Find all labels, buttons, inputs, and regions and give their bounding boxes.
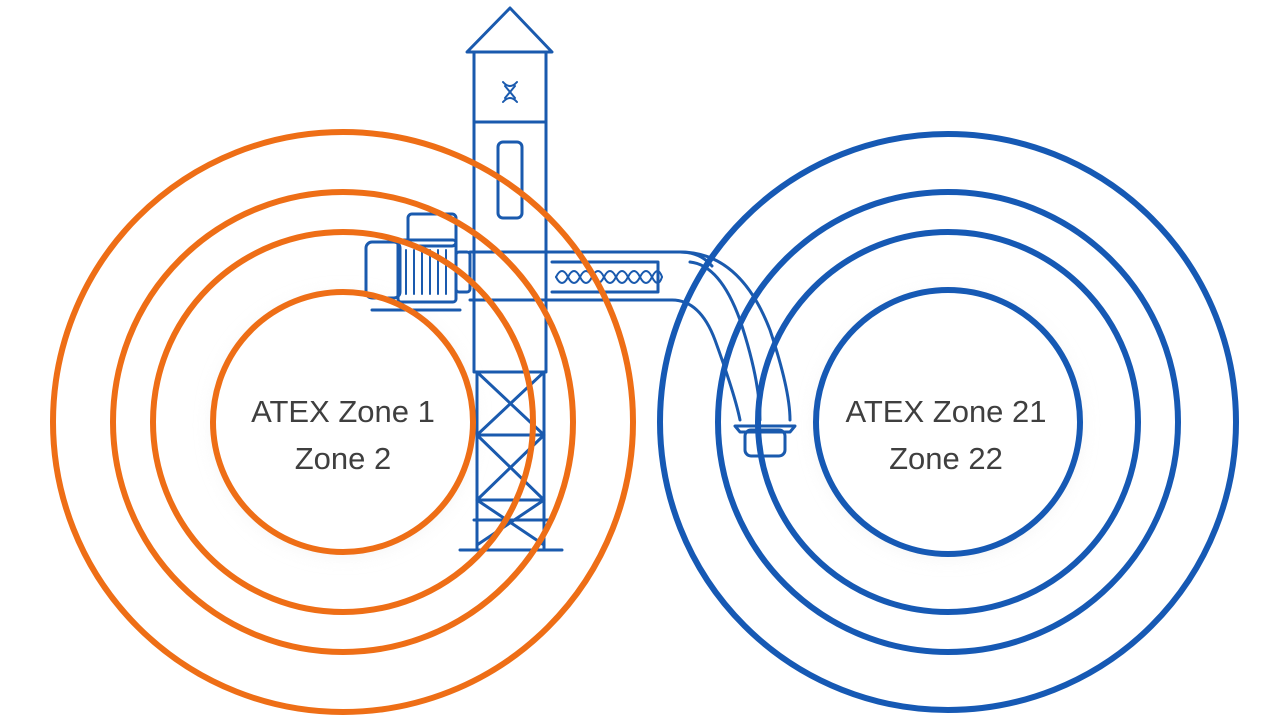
dust-zone-label-line2: Zone 22 bbox=[889, 441, 1003, 476]
gas-zone-label-line1: ATEX Zone 1 bbox=[251, 394, 435, 429]
gas-ring-2 bbox=[150, 229, 536, 615]
gas-zone-rings bbox=[50, 129, 636, 715]
elevator-roof-icon bbox=[465, 6, 554, 54]
dust-ring-3 bbox=[715, 189, 1181, 655]
dust-ring-outer bbox=[657, 131, 1239, 713]
gas-ring-inner bbox=[210, 289, 476, 555]
gas-ring-3 bbox=[110, 189, 576, 655]
dust-zone-fill bbox=[816, 290, 1080, 554]
dust-ring-inner bbox=[813, 287, 1083, 557]
dust-zone-rings bbox=[657, 131, 1239, 713]
gas-ring-outer bbox=[50, 129, 636, 715]
elevator-emblem-icon bbox=[502, 81, 518, 103]
gas-zone-fill bbox=[213, 292, 473, 552]
dust-ring-2 bbox=[755, 229, 1141, 615]
dust-zone-label-line1: ATEX Zone 21 bbox=[845, 394, 1046, 429]
discharge-chute-icon bbox=[670, 250, 797, 458]
gas-zone-label-line2: Zone 2 bbox=[295, 441, 392, 476]
